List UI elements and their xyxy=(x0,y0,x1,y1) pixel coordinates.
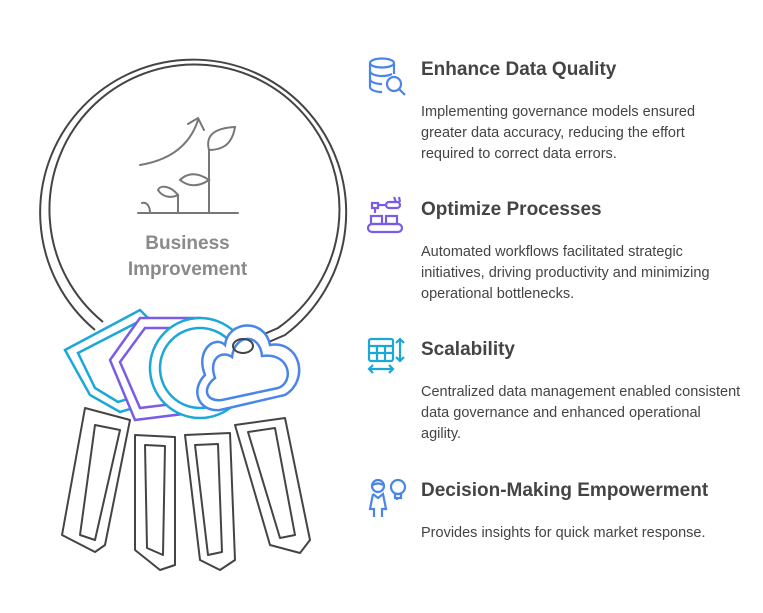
person-lightbulb-icon xyxy=(368,478,407,517)
item-title: Scalability xyxy=(421,339,515,360)
item-text: Automated workflows facilitated strategi… xyxy=(421,244,710,302)
item-text: Centralized data management enabled cons… xyxy=(421,384,741,442)
key-heads xyxy=(63,308,301,422)
database-search-icon xyxy=(368,57,406,96)
growth-plant-icon xyxy=(137,116,239,214)
center-label-line1: Business xyxy=(145,233,230,254)
item-title: Decision-Making Empowerment xyxy=(421,480,709,501)
table-resize-icon xyxy=(367,337,405,374)
item-text: Provides insights for quick market respo… xyxy=(421,525,706,541)
item-title: Enhance Data Quality xyxy=(421,59,617,80)
key-ring xyxy=(39,58,348,351)
center-label: Business Improvement xyxy=(100,231,275,283)
center-label-line2: Improvement xyxy=(127,259,248,280)
item-text: Implementing governance models ensured g… xyxy=(421,104,696,162)
conveyor-robot-icon xyxy=(366,196,404,234)
keys xyxy=(61,407,311,571)
item-title: Optimize Processes xyxy=(421,199,602,220)
